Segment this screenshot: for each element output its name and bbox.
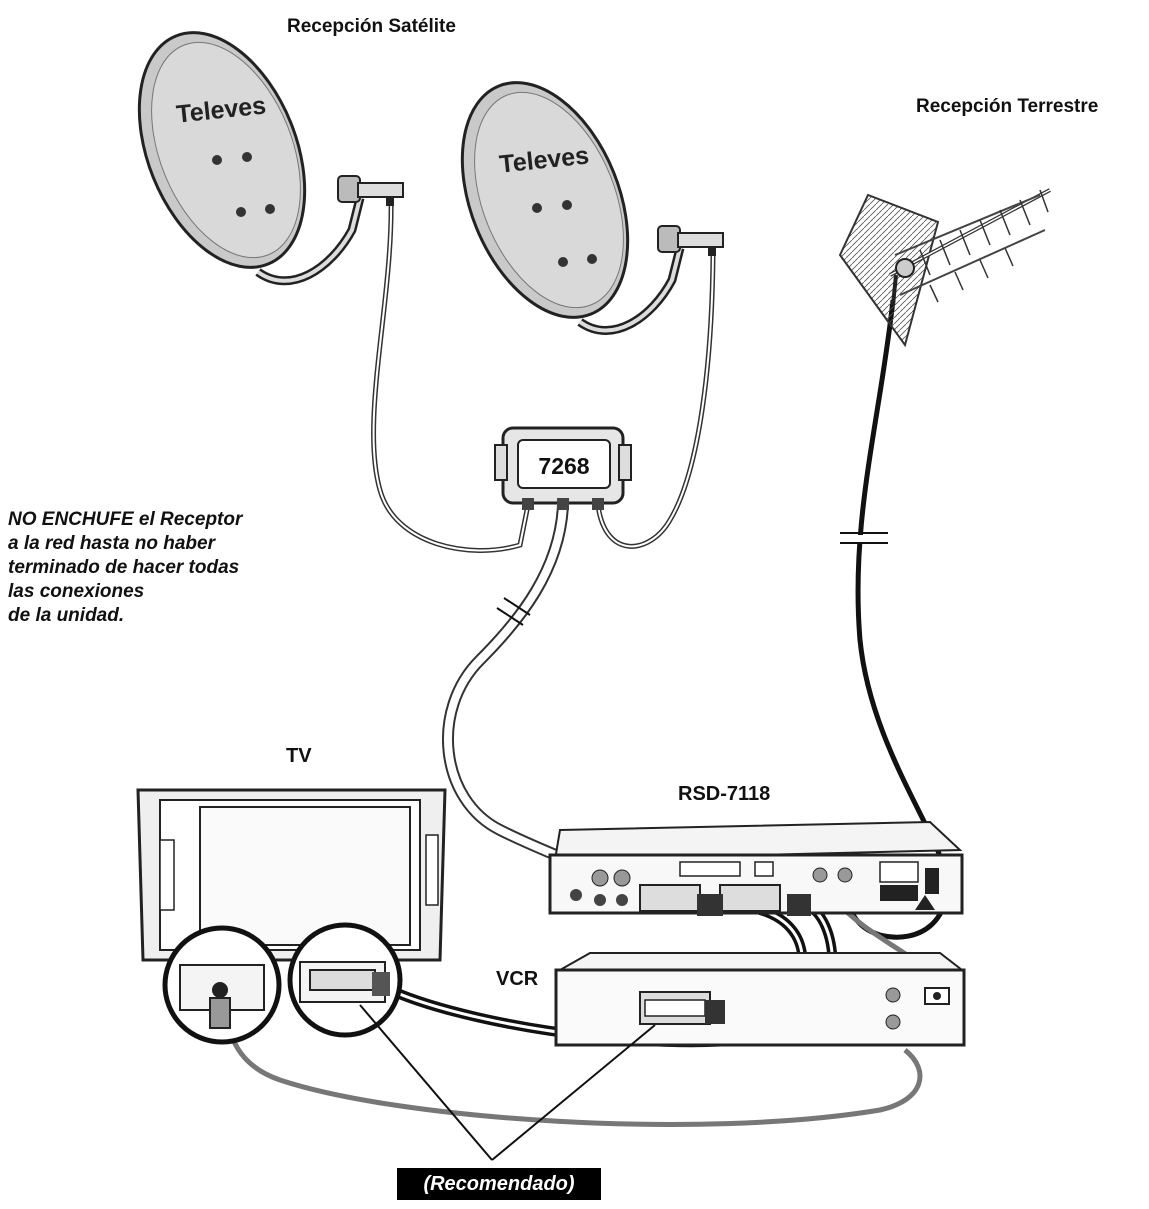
receiver-rsd-7118 xyxy=(548,820,964,915)
cable-switch-to-receiver xyxy=(441,504,598,878)
cable-break-mark xyxy=(840,532,888,544)
satellite-dish-1: Televes xyxy=(137,31,404,286)
vcr-label: VCR xyxy=(496,968,539,990)
tv-scart-input-zoom xyxy=(287,922,403,1038)
terrestrial-antenna xyxy=(838,188,1051,348)
cable-rf-vcr-tv xyxy=(222,1009,923,1127)
switch-model-label: 7268 xyxy=(538,453,589,479)
warning-line: de la unidad. xyxy=(8,605,125,626)
cable-break-mark xyxy=(496,597,531,626)
warning-line: terminado de hacer todas xyxy=(8,557,240,578)
satellite-dish-2: Televes xyxy=(460,81,724,335)
receiver-label: RSD-7118 xyxy=(678,783,771,805)
scart-plug xyxy=(697,894,811,1024)
terrestrial-reception-label: Recepción Terrestre xyxy=(916,96,1099,117)
recommended-callout-lines xyxy=(359,1004,656,1161)
warning-line: las conexiones xyxy=(8,581,145,602)
switch-7268: 7268 xyxy=(494,426,632,510)
vcr xyxy=(554,952,966,1047)
tv-antenna-input-zoom xyxy=(162,925,282,1045)
warning-line: a la red hasta no haber xyxy=(8,533,215,554)
satellite-reception-label: Recepción Satélite xyxy=(287,16,456,37)
warning-line: NO ENCHUFE el Receptor xyxy=(8,509,243,530)
warning-note: NO ENCHUFE el Receptor a la red hasta no… xyxy=(8,508,308,628)
tv-label: TV xyxy=(286,745,312,767)
tv-set xyxy=(136,788,447,962)
recommended-badge: (Recomendado) xyxy=(397,1168,601,1200)
